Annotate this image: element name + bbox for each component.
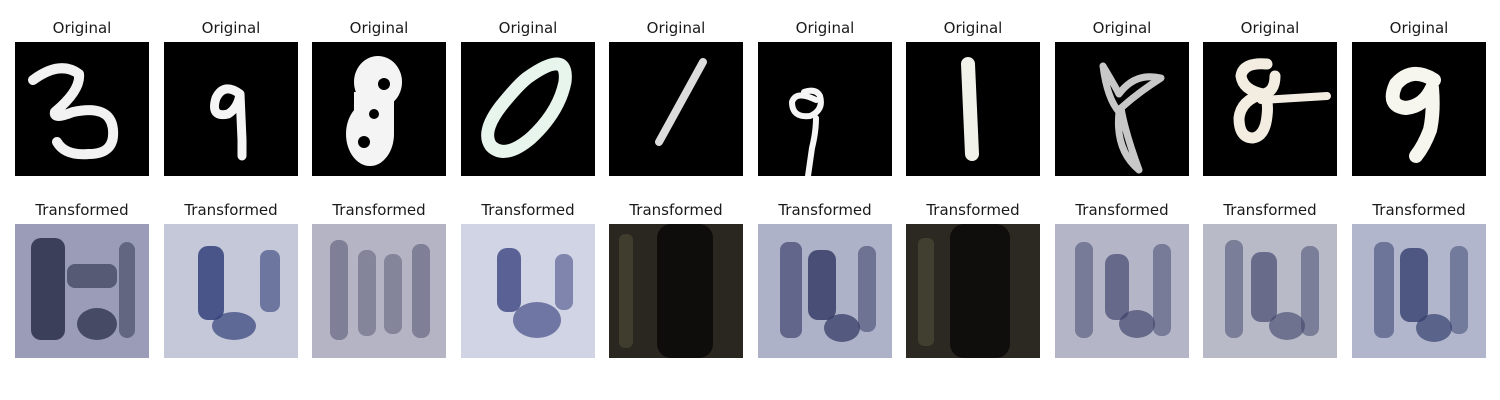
tile-caption: Transformed [1223,201,1317,219]
original-cell: Original [1203,16,1337,176]
transformed-cell: Transformed [15,198,149,358]
original-cell: Original [758,16,892,176]
tile-caption: Original [1092,19,1152,37]
original-cell: Original [164,16,298,176]
tile-caption: Original [201,19,261,37]
original-cell: Original [1055,16,1189,176]
digit-1-image [906,42,1040,176]
digit-image [906,42,1040,176]
blurred-dark-image [906,224,1040,358]
blurred-image [758,224,892,358]
transformed-cell: Transformed [461,198,595,358]
digit-image [1203,42,1337,176]
blurred-image [1352,224,1486,358]
transformed-cell: Transformed [1203,198,1337,358]
original-cell: Original [906,16,1040,176]
tile-caption: Original [52,19,112,37]
transformed-image [609,224,743,358]
tile-caption: Original [646,19,706,37]
tile-caption: Transformed [35,201,129,219]
blurred-dark-image [609,224,743,358]
transformed-cell: Transformed [609,198,743,358]
digit-9-image [758,42,892,176]
blurred-image [1055,224,1189,358]
blurred-image [461,224,595,358]
tile-caption: Transformed [1372,201,1466,219]
transformed-cell: Transformed [312,198,446,358]
digit-8-image [1055,42,1189,176]
tile-caption: Original [498,19,558,37]
original-cell: Original [609,16,743,176]
transformed-image [461,224,595,358]
original-cell: Original [312,16,446,176]
original-cell: Original [461,16,595,176]
digit-image [312,42,446,176]
transformed-image [312,224,446,358]
transformed-cell: Transformed [758,198,892,358]
tile-caption: Transformed [481,201,575,219]
transformed-image [1203,224,1337,358]
blurred-image [1203,224,1337,358]
digit-3-image [15,42,149,176]
tile-caption: Transformed [184,201,278,219]
transformed-cell: Transformed [164,198,298,358]
tile-caption: Original [1240,19,1300,37]
tile-caption: Original [1389,19,1449,37]
digit-image [609,42,743,176]
blurred-image [312,224,446,358]
digit-9-image [164,42,298,176]
transformed-image [15,224,149,358]
original-cell: Original [1352,16,1486,176]
digit-image [461,42,595,176]
digit-image [758,42,892,176]
digit-1-image [609,42,743,176]
transformed-cell: Transformed [1055,198,1189,358]
transformed-cell: Transformed [906,198,1040,358]
transformed-row: Transformed Transformed Transformed [0,198,1500,358]
transformed-image [1352,224,1486,358]
tile-caption: Transformed [778,201,872,219]
transformed-image [1055,224,1189,358]
tile-caption: Transformed [629,201,723,219]
transformed-image [164,224,298,358]
original-cell: Original [15,16,149,176]
transformed-image [906,224,1040,358]
digit-8-image [312,42,446,176]
original-row: Original Original Original [0,16,1500,176]
digit-0-image [461,42,595,176]
digit-image [164,42,298,176]
transformed-cell: Transformed [1352,198,1486,358]
digit-image [1055,42,1189,176]
digit-9-image [1352,42,1486,176]
digit-image [1352,42,1486,176]
transformed-image [758,224,892,358]
blurred-image [15,224,149,358]
tile-caption: Transformed [926,201,1020,219]
tile-caption: Transformed [332,201,426,219]
tile-caption: Original [349,19,409,37]
tile-caption: Original [795,19,855,37]
digit-image [15,42,149,176]
digit-8-image [1203,42,1337,176]
tile-caption: Transformed [1075,201,1169,219]
blurred-image [164,224,298,358]
tile-caption: Original [943,19,1003,37]
